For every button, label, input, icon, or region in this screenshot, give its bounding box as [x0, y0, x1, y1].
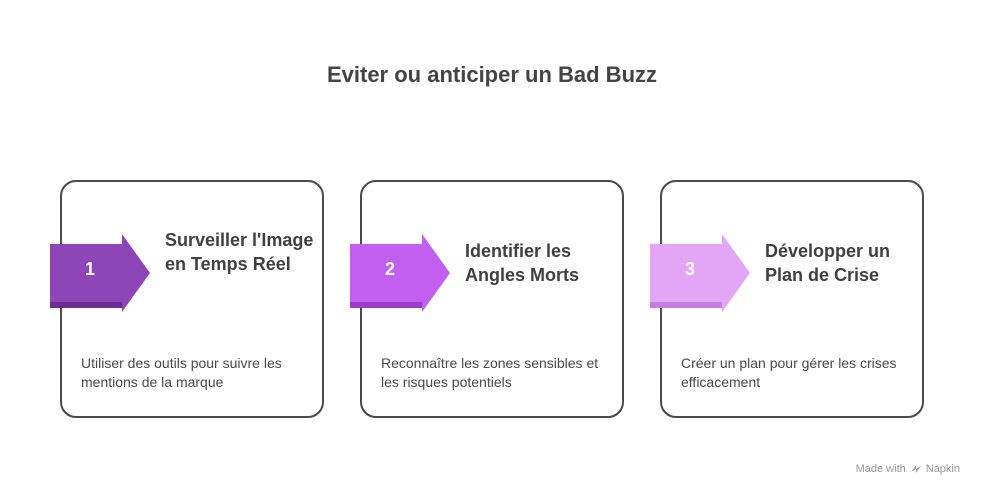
diagram-title: Eviter ou anticiper un Bad Buzz: [326, 62, 658, 87]
step-2-arrow-body: [350, 234, 450, 312]
step-3-number: 3: [684, 259, 695, 279]
step-2-number: 2: [384, 259, 395, 279]
step-3-arrow-body: [650, 234, 750, 312]
step-1-arrow-body: [50, 234, 150, 312]
napkin-brand-label: Napkin: [925, 463, 960, 475]
napkin-logo-icon: [910, 465, 921, 473]
step-1-heading: Surveiller l'Image en Temps Réel: [165, 230, 314, 274]
step-3-arrow: [650, 234, 750, 312]
step-card-1: 1 Surveiller l'Image en Temps Réel Utili…: [50, 180, 324, 418]
step-3-heading: Développer un Plan de Crise: [765, 241, 891, 285]
made-with-label: Made with: [855, 463, 906, 475]
step-2-arrow: [350, 234, 450, 312]
made-with-napkin-footer[interactable]: Made with Napkin: [856, 463, 960, 475]
step-1-number: 1: [84, 259, 95, 279]
step-3-description: Créer un plan pour gérer les crises effi…: [681, 355, 897, 390]
step-2-description: Reconnaître les zones sensibles et les r…: [381, 355, 599, 390]
step-card-2: 2 Identifier les Angles Morts Reconnaîtr…: [350, 180, 624, 418]
step-1-description: Utiliser des outils pour suivre les ment…: [81, 355, 282, 390]
step-2-heading: Identifier les Angles Morts: [465, 241, 580, 285]
step-card-3: 3 Développer un Plan de Crise Créer un p…: [650, 180, 924, 418]
step-1-arrow: [50, 234, 150, 312]
